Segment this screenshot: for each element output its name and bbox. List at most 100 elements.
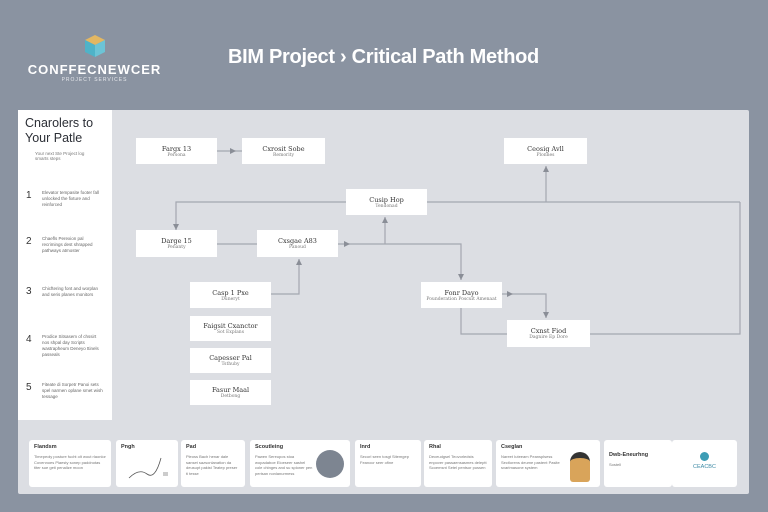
- node-sublabel: Remority: [273, 152, 294, 158]
- connector: [271, 259, 300, 295]
- node-label: Cxsgae A83: [278, 237, 317, 245]
- card-title: Rhal: [429, 444, 441, 450]
- globe-icon: [316, 450, 344, 478]
- node-sublabel: Tendonad: [375, 203, 398, 209]
- node-sublabel: Sot Explans: [216, 330, 245, 335]
- step-item[interactable]: 5 Fiteate di Sorpetr Panoi sets spel narm…: [26, 382, 104, 400]
- node-label: Cusip Hop: [369, 195, 404, 204]
- step-number: 4: [26, 334, 32, 345]
- info-card[interactable]: Pngh: [116, 440, 178, 487]
- arrow-icon: [296, 259, 302, 265]
- arrow-icon: [230, 148, 236, 154]
- step-number: 5: [26, 382, 32, 393]
- node-label: Capesser Pal: [209, 354, 252, 362]
- connector: [590, 202, 741, 335]
- node-sublabel: Dagnire Ep Dore: [529, 335, 568, 340]
- node-label: Ceosig Avll: [527, 144, 564, 153]
- brand-name: CONFFECNEWCER: [27, 62, 162, 77]
- arrow-icon: [543, 312, 549, 318]
- node-label: Fonr Dayo: [444, 288, 479, 297]
- card-title: Scoutleing: [255, 444, 284, 450]
- step-number: 3: [26, 286, 32, 297]
- step-text: Chicftering font and worplan and seris p…: [42, 286, 99, 297]
- card-text: Nareet Iuteeam Peansplsess Sectlorens de…: [501, 454, 560, 470]
- node-sublabel: Panoud: [289, 245, 306, 250]
- node-label: Casp 1 Pxe: [212, 288, 249, 297]
- card-title: Pngh: [121, 444, 135, 450]
- card-text: Sostell: [609, 462, 622, 467]
- node-label: Cxrosit Sobe: [262, 144, 305, 153]
- brand-dot-icon: [700, 452, 709, 461]
- arrow-icon: [173, 224, 179, 230]
- node-sublabel: Plonnes: [536, 152, 555, 158]
- step-text: Prodice Sitsasem of chssirt nos shpal da…: [42, 334, 99, 357]
- brand-tagline: PROJECT SERVICES: [61, 77, 128, 83]
- card-text: Pawen Sereupos stoa wopadaboe Eloeseer s…: [255, 454, 313, 476]
- node-sublabel: Persona: [167, 152, 186, 158]
- step-item[interactable]: 3 Chicftering font and worplan and seris …: [26, 286, 104, 298]
- card-title: Pad: [186, 444, 197, 450]
- card-text: Pleoss Bach henar dale sanset sazsonlana…: [186, 454, 238, 476]
- info-card[interactable]: CEACBC: [672, 440, 737, 487]
- step-number: 2: [26, 236, 32, 247]
- arrow-icon: [458, 274, 464, 280]
- step-item[interactable]: 4 Prodice Sitsasem of chssirt nos shpal d…: [26, 334, 104, 358]
- arrow-icon: [344, 241, 350, 247]
- connector: [338, 243, 462, 280]
- trend-chart-icon: [128, 457, 168, 479]
- node-sublabel: Penanty: [167, 245, 186, 250]
- card-text: Timepeoly posture fucht olt wout rlaonlo…: [34, 454, 106, 470]
- node-label: Fargx 13: [161, 144, 192, 153]
- arrow-icon: [507, 291, 513, 297]
- arrow-icon: [382, 217, 388, 223]
- sidebar-subtitle: Your next Ste Project log smarts steps: [35, 151, 85, 161]
- step-text: Chaefls Perexion pal recrimings dest shr…: [42, 236, 93, 253]
- node-label: Fasur Maal: [211, 386, 250, 394]
- card-logo-text: CEACBC: [693, 464, 716, 470]
- node-label: Darge 15: [161, 237, 192, 245]
- connector: [175, 201, 346, 230]
- step-number: 1: [26, 190, 32, 201]
- node-label: Faigsit Cxanctor: [203, 322, 258, 330]
- step-text: Fiteate di Sorpetr Panoi sets spel narme…: [42, 382, 103, 399]
- step-text: Elevator tempasite footer fall unlocked …: [42, 190, 100, 207]
- main-panel: Cnarolers to Your Patle Your next Ste Pr…: [18, 110, 749, 494]
- card-title: Dwb-Eneurhng: [609, 452, 649, 458]
- connector: [460, 308, 507, 335]
- card-text: Deceudgsel Teovorledsts enpover passaens…: [429, 454, 487, 470]
- sidebar: Cnarolers to Your Patle Your next Ste Pr…: [18, 110, 112, 420]
- card-title: Inrd: [360, 444, 371, 450]
- sidebar-title: Cnarolers to Your Patle: [25, 116, 94, 145]
- card-title: Cseglan: [501, 444, 523, 450]
- card-text: Secorl seen tosgt Sitemgep Feanocr seer …: [360, 454, 409, 465]
- person-avatar-icon: [570, 452, 590, 482]
- node-sublabel: Detbong: [220, 394, 241, 399]
- node-sublabel: Tsthuby: [221, 362, 240, 367]
- arrow-icon: [543, 166, 549, 172]
- cube-icon: [84, 34, 106, 58]
- brand-logo: CONFFECNEWCER PROJECT SERVICES: [22, 34, 167, 83]
- step-item[interactable]: 1 Elevator tempasite footer fall unlocked…: [26, 190, 104, 208]
- step-item[interactable]: 2 Chaefls Perexion pal recrimings dest sh…: [26, 236, 104, 254]
- connector: [502, 293, 547, 318]
